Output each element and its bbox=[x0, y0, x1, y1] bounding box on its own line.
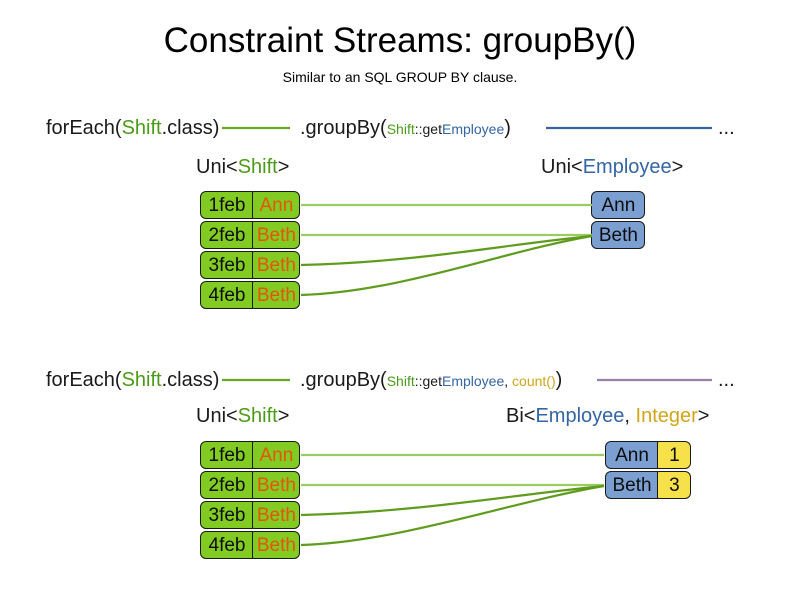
code-foreach-close: .class) bbox=[161, 117, 220, 139]
shift-tuple-row[interactable]: 4feb Beth bbox=[200, 531, 301, 559]
shift-tuple-row[interactable]: 2feb Beth bbox=[200, 471, 301, 499]
code-line-foreach-1: forEach(Shift.class) bbox=[46, 116, 219, 140]
type-label-left-1: Uni<Shift> bbox=[196, 155, 289, 179]
type-left-prefix-1: Uni< bbox=[196, 156, 238, 178]
type-right-generic-1: Employee bbox=[582, 156, 672, 178]
employee-name-cell: Beth bbox=[605, 471, 659, 499]
employee-tuple-row[interactable]: Beth bbox=[591, 221, 646, 249]
employee-count-cell: 3 bbox=[657, 471, 692, 499]
type-left-prefix-2: Uni< bbox=[196, 405, 238, 427]
type-right-mid-2: , bbox=[624, 405, 636, 427]
shift-tuple-row[interactable]: 1feb Ann bbox=[200, 191, 301, 219]
type-label-right-1: Uni<Employee> bbox=[541, 155, 683, 179]
type-left-suffix-2: > bbox=[277, 405, 290, 427]
code-arg-separator: ::get bbox=[414, 373, 442, 389]
shift-tuple-row[interactable]: 3feb Beth bbox=[200, 501, 301, 529]
code-arg-separator: ::get bbox=[414, 121, 442, 137]
wire-shift3-to-beth-2 bbox=[300, 484, 605, 517]
type-right-generic-2: Employee bbox=[535, 405, 625, 427]
shift-date-cell: 4feb bbox=[200, 281, 254, 309]
type-label-left-2: Uni<Shift> bbox=[196, 404, 289, 428]
code-token-shift: Shift bbox=[121, 369, 162, 391]
type-right-prefix-2: Bi< bbox=[506, 405, 536, 427]
employee-name-cell: Beth bbox=[591, 221, 646, 249]
wire-shift4-to-beth-1 bbox=[300, 234, 593, 297]
shift-date-cell: 2feb bbox=[200, 221, 254, 249]
code-ellipsis-1: ... bbox=[718, 117, 735, 139]
code-groupby-open: .groupBy( bbox=[300, 369, 387, 391]
employee-count-tuple-row[interactable]: Ann 1 bbox=[605, 441, 692, 469]
shift-date-cell: 4feb bbox=[200, 531, 254, 559]
shift-date-cell: 3feb bbox=[200, 501, 254, 529]
code-token-shift: Shift bbox=[121, 117, 162, 139]
page-title: Constraint Streams: groupBy() bbox=[163, 21, 637, 60]
code-arg-shift: Shift bbox=[386, 121, 415, 137]
type-right-suffix-1: > bbox=[671, 156, 684, 178]
employee-count-cell: 1 bbox=[657, 441, 692, 469]
code-arg-count: count() bbox=[512, 373, 556, 389]
shift-employee-cell: Beth bbox=[252, 251, 301, 279]
code-foreach-close: .class) bbox=[161, 369, 220, 391]
code-arg-employee: Employee bbox=[441, 373, 505, 389]
type-right-suffix-2: > bbox=[697, 405, 710, 427]
shift-employee-cell: Beth bbox=[252, 221, 301, 249]
code-foreach-open: forEach( bbox=[46, 369, 122, 391]
code-foreach-open: forEach( bbox=[46, 117, 122, 139]
type-label-right-2: Bi<Employee, Integer> bbox=[506, 404, 709, 428]
shift-employee-cell: Ann bbox=[252, 441, 301, 469]
shift-tuple-row[interactable]: 2feb Beth bbox=[200, 221, 301, 249]
type-left-suffix-1: > bbox=[277, 156, 290, 178]
shift-tuple-row[interactable]: 1feb Ann bbox=[200, 441, 301, 469]
type-right-prefix-1: Uni< bbox=[541, 156, 583, 178]
code-line-foreach-2: forEach(Shift.class) bbox=[46, 368, 219, 392]
code-line-groupby-2: .groupBy(Shift::getEmployee, count()) bbox=[300, 368, 562, 393]
shift-employee-cell: Beth bbox=[252, 501, 301, 529]
wire-shift4-to-beth-2 bbox=[300, 484, 605, 547]
code-groupby-open: .groupBy( bbox=[300, 117, 387, 139]
code-groupby-close: ) bbox=[504, 117, 511, 139]
shift-date-cell: 1feb bbox=[200, 441, 254, 469]
employee-tuple-row[interactable]: Ann bbox=[591, 191, 646, 219]
type-left-generic-1: Shift bbox=[237, 156, 278, 178]
employee-count-tuple-row[interactable]: Beth 3 bbox=[605, 471, 692, 499]
type-left-generic-2: Shift bbox=[237, 405, 278, 427]
shift-employee-cell: Ann bbox=[252, 191, 301, 219]
code-ellipsis-2: ... bbox=[718, 369, 735, 391]
code-arg-employee: Employee bbox=[441, 121, 505, 137]
type-right-generic2-2: Integer bbox=[635, 405, 698, 427]
shift-employee-cell: Beth bbox=[252, 531, 301, 559]
shift-date-cell: 3feb bbox=[200, 251, 254, 279]
employee-name-cell: Ann bbox=[591, 191, 646, 219]
code-arg-shift: Shift bbox=[386, 373, 415, 389]
shift-date-cell: 2feb bbox=[200, 471, 254, 499]
shift-tuple-row[interactable]: 4feb Beth bbox=[200, 281, 301, 309]
page-subtitle: Similar to an SQL GROUP BY clause. bbox=[282, 69, 518, 85]
shift-tuple-row[interactable]: 3feb Beth bbox=[200, 251, 301, 279]
employee-name-cell: Ann bbox=[605, 441, 659, 469]
wire-shift3-to-beth-1 bbox=[300, 234, 593, 267]
shift-date-cell: 1feb bbox=[200, 191, 254, 219]
shift-employee-cell: Beth bbox=[252, 471, 301, 499]
code-arg-comma: , bbox=[504, 373, 513, 389]
shift-employee-cell: Beth bbox=[252, 281, 301, 309]
code-line-groupby-1: .groupBy(Shift::getEmployee) bbox=[300, 116, 511, 141]
code-groupby-close: ) bbox=[555, 369, 563, 391]
